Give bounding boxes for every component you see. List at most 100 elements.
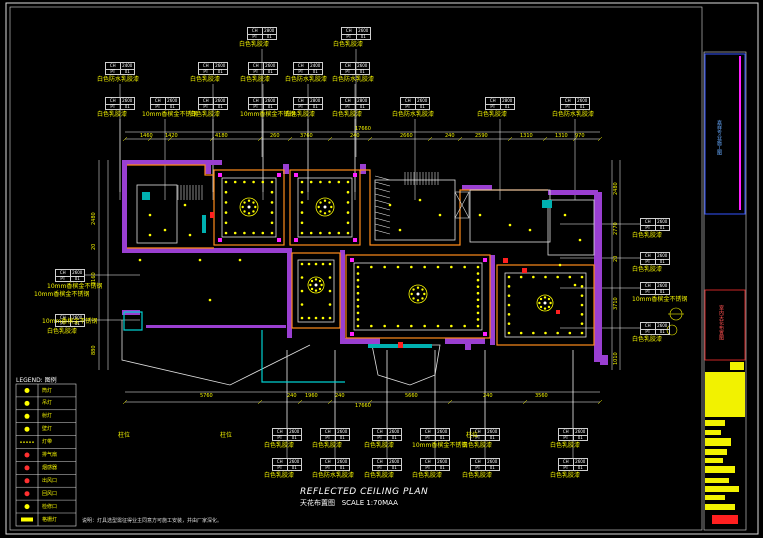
title-block-drawing-name: 室内天花布置图 bbox=[718, 305, 724, 340]
tag-code: CH bbox=[401, 98, 416, 104]
tag-material-label: 白色乳胶漆 bbox=[632, 232, 663, 239]
tag-material-no: 01 bbox=[659, 289, 665, 294]
tag-material: PT bbox=[249, 104, 264, 110]
dimension-label: 20 bbox=[613, 255, 619, 262]
tag-material-no: 01 bbox=[579, 104, 585, 109]
tag-material: PT bbox=[421, 465, 436, 471]
dimension-label: 3760 bbox=[300, 133, 313, 139]
dimension-label: 240 bbox=[483, 393, 493, 399]
tag-material-no: 01 bbox=[291, 435, 297, 440]
tag-height: 2600 bbox=[437, 459, 448, 464]
dimension-label: 1460 bbox=[140, 133, 153, 139]
dimension-label: 1010 bbox=[613, 352, 619, 365]
dimension-label: 5760 bbox=[200, 393, 213, 399]
tag-material: PT bbox=[321, 435, 336, 441]
dimension-label: 2660 bbox=[400, 133, 413, 139]
tag-material: PT bbox=[56, 276, 71, 282]
tag-height: 2600 bbox=[575, 459, 586, 464]
legend-access-label: 检修口 bbox=[42, 503, 58, 510]
tag-material-label: 白色乳胶漆 bbox=[462, 472, 493, 479]
inner-frame bbox=[9, 6, 703, 531]
dimension-label: 240 bbox=[350, 133, 360, 139]
tag-code: CH bbox=[249, 63, 264, 69]
tag-material-label: 白色乳胶漆 bbox=[632, 266, 663, 273]
legend-strip-label: 灯带 bbox=[42, 439, 53, 446]
tag-material: PT bbox=[641, 259, 656, 265]
tag-material-label: 白色防水乳胶漆 bbox=[332, 76, 375, 83]
legend-table bbox=[15, 383, 77, 527]
tag-material-no: 01 bbox=[659, 329, 665, 334]
tag-material: PT bbox=[273, 465, 288, 471]
tag-material-no: 01 bbox=[217, 104, 223, 109]
tag-material-no: 01 bbox=[169, 104, 175, 109]
tag-height: 2600 bbox=[167, 98, 178, 103]
tag-code: CH bbox=[641, 283, 656, 289]
tag-height: 2600 bbox=[357, 63, 368, 68]
tag-material: PT bbox=[641, 225, 656, 231]
column-note: 柱位 bbox=[118, 432, 131, 439]
tag-material-label: 白色乳胶漆 bbox=[240, 76, 271, 83]
tag-material: PT bbox=[106, 104, 121, 110]
tag-material-no: 01 bbox=[124, 69, 130, 74]
tag-material: PT bbox=[421, 435, 436, 441]
tag-material-label: 10mm香槟金不锈钢 bbox=[412, 442, 468, 449]
tag-code: CH bbox=[373, 429, 388, 435]
dimension-label: 4180 bbox=[215, 133, 228, 139]
tag-material-no: 01 bbox=[504, 104, 510, 109]
tag-code: CH bbox=[151, 98, 166, 104]
dimension-label: 1420 bbox=[165, 133, 178, 139]
tag-material-label: 白色乳胶漆 bbox=[285, 111, 316, 118]
tag-material-no: 01 bbox=[489, 435, 495, 440]
tag-material-label: 10mm香槟金不锈钢 bbox=[240, 111, 296, 118]
section-marks bbox=[666, 307, 684, 336]
tag-material-no: 01 bbox=[339, 435, 345, 440]
dimension-label: 2770 bbox=[613, 222, 619, 235]
tag-material-label: 白色乳胶漆 bbox=[412, 472, 443, 479]
tag-code: CH bbox=[273, 459, 288, 465]
tag-material-label: 白色乳胶漆 bbox=[264, 472, 295, 479]
tag-height: 2600 bbox=[417, 98, 428, 103]
tag-material-no: 01 bbox=[391, 435, 397, 440]
tag-material-no: 01 bbox=[419, 104, 425, 109]
tag-code: CH bbox=[199, 98, 214, 104]
tag-material-label: 白色乳胶漆 bbox=[550, 472, 581, 479]
tag-material-no: 01 bbox=[312, 104, 318, 109]
tag-material-label: 白色乳胶漆 bbox=[97, 111, 128, 118]
tag-material-no: 01 bbox=[359, 104, 365, 109]
title-block-company: 嘉祥专业施工图 bbox=[716, 120, 722, 155]
tag-code: CH bbox=[106, 98, 121, 104]
tag-height: 2800 bbox=[310, 98, 321, 103]
tag-material-label: 白色乳胶漆 bbox=[264, 442, 295, 449]
dimension-label: 17660 bbox=[355, 403, 371, 409]
tag-height: 2600 bbox=[215, 63, 226, 68]
tag-height: 2600 bbox=[657, 253, 668, 258]
tag-code: CH bbox=[56, 315, 71, 321]
side-note: 10mm香槟金不锈钢 bbox=[34, 291, 90, 298]
tag-material: PT bbox=[486, 104, 501, 110]
tag-material: PT bbox=[199, 104, 214, 110]
tag-material: PT bbox=[373, 435, 388, 441]
tag-code: CH bbox=[341, 98, 356, 104]
tag-height: 2600 bbox=[358, 28, 369, 33]
tag-material-no: 01 bbox=[439, 435, 445, 440]
tag-code: CH bbox=[321, 459, 336, 465]
tag-material-no: 01 bbox=[577, 435, 583, 440]
dimension-label: 880 bbox=[91, 345, 97, 355]
tag-code: CH bbox=[106, 63, 121, 69]
dimension-label: 2480 bbox=[613, 182, 619, 195]
tag-material: PT bbox=[273, 435, 288, 441]
tag-code: CH bbox=[321, 429, 336, 435]
chandeliers bbox=[239, 197, 554, 312]
dimension-label: 3560 bbox=[535, 393, 548, 399]
legend-downlight-label: 筒灯 bbox=[42, 387, 53, 394]
